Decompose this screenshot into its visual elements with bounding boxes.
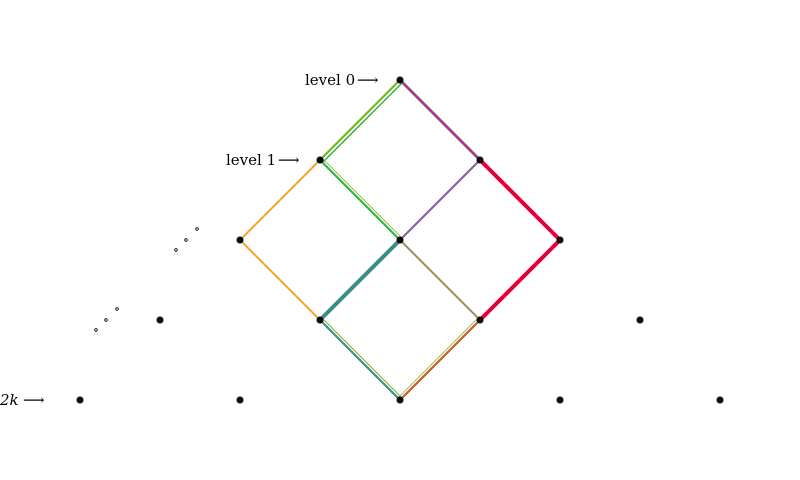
- vertex: [76, 396, 84, 404]
- vertex: [316, 156, 324, 164]
- path-edge-green-inner-b: [321, 157, 403, 239]
- path-edge-bottom-left: [319, 319, 401, 401]
- path-edge-red-2: [478, 238, 562, 322]
- path-edge-orange-2: [239, 239, 321, 321]
- path-edge-bottom-left-b: [321, 317, 403, 399]
- level-1-arrow: ⟶: [278, 151, 300, 169]
- vertex: [396, 396, 404, 404]
- path-edge-green-b: [321, 82, 403, 164]
- path-edge-teal: [318, 238, 402, 322]
- vertex: [476, 316, 484, 324]
- vertex: [236, 396, 244, 404]
- vertex: [316, 316, 324, 324]
- level-2k-label: 2k: [0, 391, 19, 409]
- vertex: [476, 156, 484, 164]
- vertex: [236, 236, 244, 244]
- vertex: [716, 396, 724, 404]
- path-edge-red-1: [478, 158, 562, 242]
- path-edge-bottom-right-b: [397, 317, 479, 399]
- path-edge-purple-inner: [399, 159, 481, 241]
- path-edge-olive-b: [401, 241, 483, 323]
- vertex: [156, 316, 164, 324]
- level-0-label: level 0: [305, 71, 355, 89]
- path-edge-bottom-right: [399, 319, 481, 401]
- path-edge-green-a: [319, 79, 401, 161]
- vertex: [556, 396, 564, 404]
- vertex: [556, 236, 564, 244]
- ellipsis-lower: [94, 307, 119, 332]
- path-edge-green-inner: [319, 159, 401, 241]
- level-2k-arrow: ⟶: [23, 391, 45, 409]
- ellipsis-upper: [174, 227, 199, 252]
- vertex: [396, 236, 404, 244]
- level-1-label: level 1: [226, 151, 276, 169]
- lattice-vertices: [76, 76, 724, 404]
- level-0-arrow: ⟶: [357, 71, 379, 89]
- vertex: [396, 76, 404, 84]
- path-edge-orange-1: [239, 159, 321, 241]
- vertex: [636, 316, 644, 324]
- path-edge-red-top: [400, 80, 481, 161]
